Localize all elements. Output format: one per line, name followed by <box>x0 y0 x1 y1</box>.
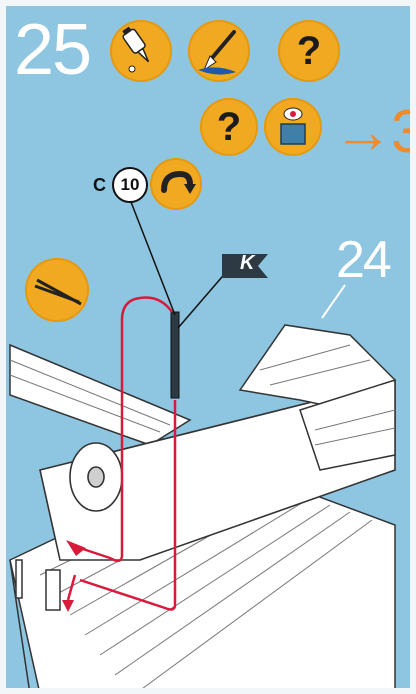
flag-label: K <box>240 252 254 275</box>
